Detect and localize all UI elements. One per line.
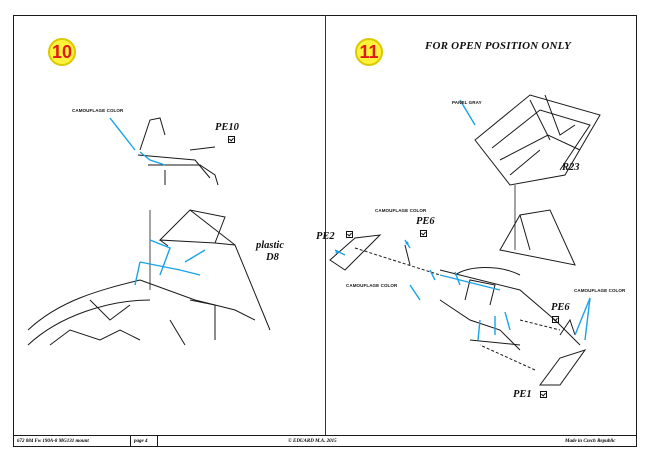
footer-catalog: 672 084 Fw 190A-8 MG131 mount <box>17 439 89 444</box>
checkbox-icon <box>552 316 559 323</box>
part-label-pe6: PE6 <box>551 302 570 313</box>
checkbox-icon <box>540 391 547 398</box>
part-label-r23: R23 <box>562 162 580 173</box>
panel-gray-label: PANEL GRAY <box>452 100 482 105</box>
part-label-pe6: PE6 <box>416 216 435 227</box>
footer-page: page 4 <box>134 439 148 444</box>
camouflage-color-label: CAMOUFLAGE COLOR <box>375 208 427 213</box>
camouflage-color-label: CAMOUFLAGE COLOR <box>574 288 626 293</box>
part-label-pe2: PE2 <box>316 231 335 242</box>
step-number-10: 10 <box>48 38 76 66</box>
open-position-note: FOR OPEN POSITION ONLY <box>425 40 572 52</box>
step-number-11: 11 <box>355 38 383 66</box>
footer-bar: 672 084 Fw 190A-8 MG131 mount page 4 © E… <box>13 435 637 447</box>
footer-separator <box>157 436 158 447</box>
camouflage-color-label: CAMOUFLAGE COLOR <box>72 108 124 113</box>
footer-separator <box>130 436 131 447</box>
checkbox-icon <box>228 136 235 143</box>
footer-made-in: Made in Czech Republic <box>565 439 616 444</box>
part-label-d8: D8 <box>266 252 279 263</box>
part-label-pe1: PE1 <box>513 389 532 400</box>
checkbox-icon <box>346 231 353 238</box>
part-label-pe10: PE10 <box>215 122 239 133</box>
camouflage-color-label: CAMOUFLAGE COLOR <box>346 283 398 288</box>
footer-copyright: © EDUARD M.A. 2015 <box>288 439 337 444</box>
checkbox-icon <box>420 230 427 237</box>
plastic-label: plastic <box>256 240 284 251</box>
panel-divider <box>325 15 326 435</box>
